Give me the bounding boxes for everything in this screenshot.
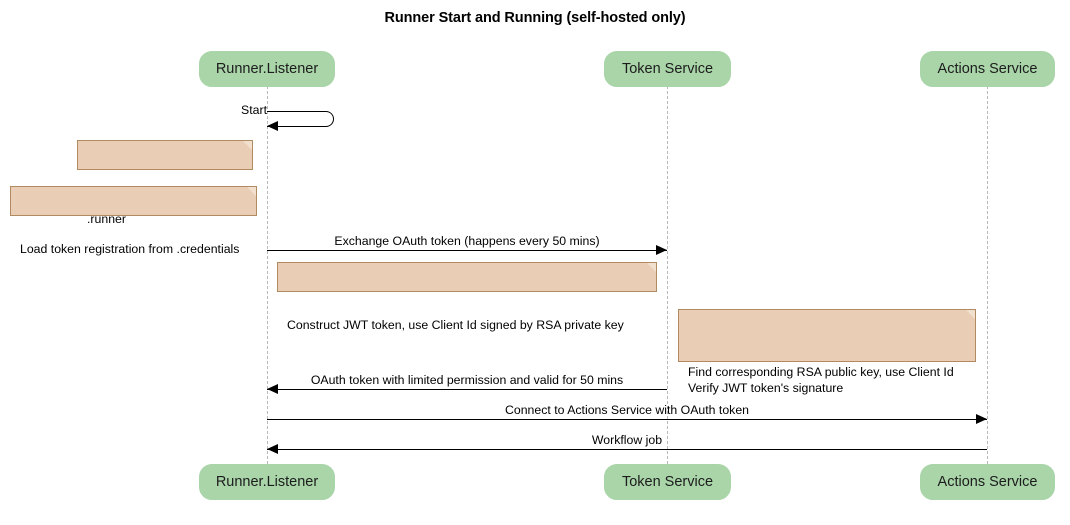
actor-header-token-label: Token Service: [621, 61, 714, 77]
actor-header-token[interactable]: Token Service: [604, 51, 731, 87]
note-fold-inner-icon: [243, 141, 252, 150]
actor-header-runner[interactable]: Runner.Listener: [199, 51, 335, 87]
message-arrowhead-connect-actions-service: [976, 414, 987, 424]
lifeline-runner: [267, 86, 268, 464]
note-fold-inner-icon: [247, 187, 256, 196]
actor-footer-actions-label: Actions Service: [937, 474, 1038, 490]
lifeline-actions: [987, 86, 988, 464]
note-load-config-info: Load config info from .runner: [77, 140, 253, 226]
message-line-workflow-job: [267, 449, 987, 450]
message-arrowhead-exchange-oauth-token: [656, 245, 667, 255]
note-fold-inner-icon: [647, 263, 656, 272]
message-line-connect-actions-service: [267, 419, 987, 420]
message-self-loop-start: [267, 111, 334, 127]
actor-footer-actions[interactable]: Actions Service: [920, 464, 1055, 500]
actor-footer-runner-label: Runner.Listener: [215, 474, 319, 490]
message-arrowhead-start: [267, 121, 278, 131]
note-load-token-registration: Load token registration from .credential…: [10, 186, 257, 256]
actor-header-actions-label: Actions Service: [937, 61, 1038, 77]
page-title: Runner Start and Running (self-hosted on…: [384, 10, 686, 26]
actor-footer-token-label: Token Service: [621, 474, 714, 490]
actor-footer-runner[interactable]: Runner.Listener: [199, 464, 335, 500]
message-label-exchange-oauth-token: Exchange OAuth token (happens every 50 m…: [334, 234, 600, 248]
note-load-token-registration-text: Load token registration from .credential…: [20, 242, 240, 256]
message-label-start: Start: [241, 103, 267, 117]
note-construct-jwt-token: Construct JWT token, use Client Id signe…: [277, 262, 657, 332]
actor-footer-token[interactable]: Token Service: [604, 464, 731, 500]
lifeline-token: [667, 86, 668, 464]
message-label-oauth-token-response: OAuth token with limited permission and …: [310, 373, 624, 387]
actor-header-runner-label: Runner.Listener: [215, 61, 319, 77]
message-label-workflow-job: Workflow job: [591, 433, 663, 447]
message-arrowhead-workflow-job: [267, 444, 278, 454]
message-arrowhead-oauth-token-response: [267, 384, 278, 394]
note-verify-jwt-token-text: Find corresponding RSA public key, use C…: [688, 365, 954, 395]
note-construct-jwt-token-text: Construct JWT token, use Client Id signe…: [287, 318, 624, 332]
message-label-connect-actions-service: Connect to Actions Service with OAuth to…: [504, 403, 750, 417]
note-verify-jwt-token: Find corresponding RSA public key, use C…: [678, 309, 976, 395]
message-line-exchange-oauth-token: [267, 250, 667, 251]
message-line-oauth-token-response: [267, 389, 667, 390]
note-fold-inner-icon: [966, 310, 975, 319]
actor-header-actions[interactable]: Actions Service: [920, 51, 1055, 87]
